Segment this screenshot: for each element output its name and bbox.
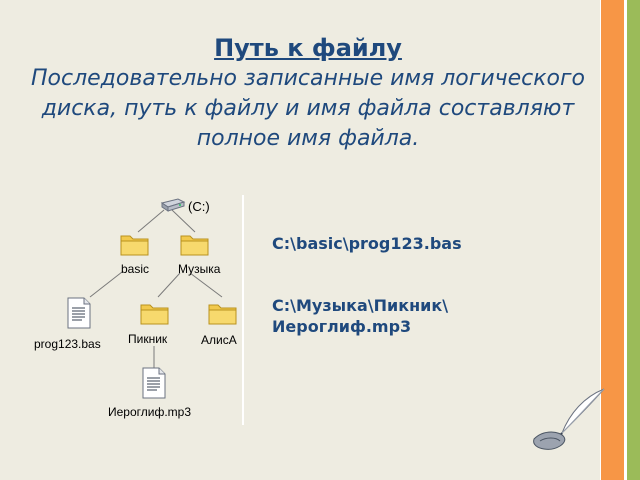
right-stripe-white: [624, 0, 627, 480]
drive-icon[interactable]: [160, 197, 186, 213]
slide-title: Путь к файлу: [214, 34, 402, 62]
right-stripe-white-edge: [600, 0, 601, 480]
document-icon[interactable]: [67, 297, 91, 329]
folder-piknik-label[interactable]: Пикник: [128, 332, 168, 346]
document-icon[interactable]: [142, 367, 166, 399]
full-path-2: C:\Музыка\Пикник\ Иероглиф.mp3: [272, 295, 532, 337]
file-prog-label[interactable]: prog123.bas: [34, 337, 101, 351]
folder-music-label[interactable]: Музыка: [178, 262, 221, 276]
quill-pen-icon: [533, 388, 605, 450]
file-ieroglif-label[interactable]: Иероглиф.mp3: [108, 405, 192, 419]
right-stripe-orange: [601, 0, 624, 480]
folder-icon[interactable]: [180, 231, 210, 257]
folder-alisa-label[interactable]: АлисА: [201, 333, 237, 347]
full-path-2-line2: Иероглиф.mp3: [272, 317, 412, 336]
right-stripe-green: [627, 0, 640, 480]
title-block: Путь к файлу Последовательно записанные …: [18, 32, 598, 154]
folder-basic-label[interactable]: basic: [121, 262, 150, 276]
vertical-divider: [242, 195, 244, 425]
folder-icon[interactable]: [140, 300, 170, 326]
full-path-1: C:\basic\prog123.bas: [272, 234, 462, 253]
drive-label[interactable]: (C:): [188, 199, 210, 214]
folder-icon[interactable]: [208, 300, 238, 326]
full-path-2-line1: C:\Музыка\Пикник\: [272, 296, 449, 315]
folder-icon[interactable]: [120, 231, 150, 257]
slide-subtitle: Последовательно записанные имя логическо…: [30, 66, 586, 151]
